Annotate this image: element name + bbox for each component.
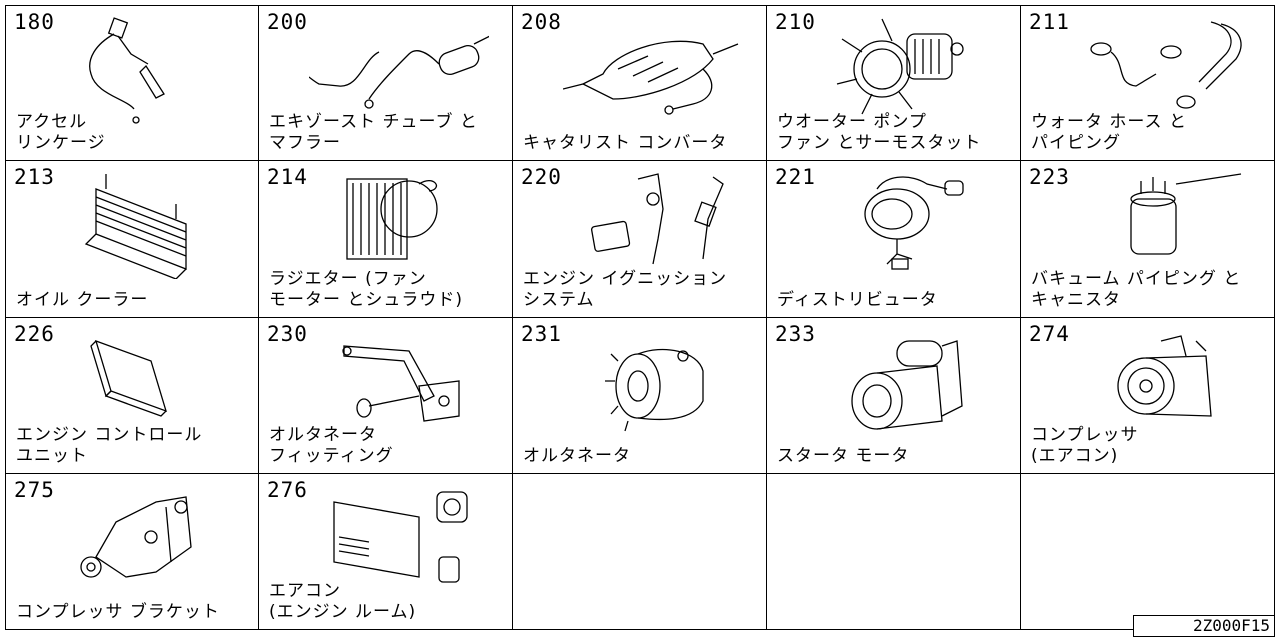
category-cell-275[interactable]: 275 コンプレッサ ブラケット xyxy=(5,473,259,630)
category-label: ラジエター (ファン モーター とシュラウド) xyxy=(269,268,464,310)
category-code: 230 xyxy=(267,321,308,346)
empty-cell xyxy=(513,473,767,630)
vacuum-piping-canister-illustration xyxy=(1071,169,1251,279)
category-code: 208 xyxy=(521,10,562,34)
category-cell-200[interactable]: 200 エキゾースト チューブ と マフラー xyxy=(259,5,513,162)
category-label: コンプレッサ ブラケット xyxy=(16,602,220,622)
category-label: ディストリビュータ xyxy=(777,289,938,310)
air-conditioner-engine-room-illustration xyxy=(309,482,489,592)
category-code: 275 xyxy=(14,477,55,502)
category-label: オルタネータ xyxy=(523,445,631,466)
exhaust-tube-muffler-illustration xyxy=(276,14,495,124)
category-label: ウオーター ポンプ ファン とサーモスタット xyxy=(777,112,982,154)
empty-cell xyxy=(1021,473,1275,630)
category-cell-231[interactable]: 231 オルタネータ xyxy=(513,317,767,474)
water-pump-fan-thermostat-illustration xyxy=(817,14,997,124)
category-label: オルタネータ フィッティング xyxy=(269,424,394,466)
category-cell-226[interactable]: 226 エンジン コントロール ユニット xyxy=(5,317,259,474)
category-code: 220 xyxy=(521,165,562,190)
ac-compressor-illustration xyxy=(1071,326,1251,436)
category-code: 223 xyxy=(1029,165,1070,190)
category-label: コンプレッサ (エアコン) xyxy=(1031,424,1139,466)
catalytic-converter-illustration xyxy=(562,14,743,124)
category-label: エンジン コントロール ユニット xyxy=(16,424,203,466)
category-cell-223[interactable]: 223 バキューム パイピング と キャニスタ xyxy=(1021,161,1275,318)
category-cell-220[interactable]: 220 エンジン イグニッション システム xyxy=(513,161,767,318)
ignition-system-illustration xyxy=(563,169,743,279)
category-cell-213[interactable]: 213 オイル クーラー xyxy=(5,161,259,318)
engine-control-unit-illustration xyxy=(56,326,236,436)
category-code: 213 xyxy=(14,165,55,190)
category-cell-210[interactable]: 210 ウオーター ポンプ ファン とサーモスタット xyxy=(767,5,1021,162)
compressor-bracket-illustration xyxy=(56,482,236,592)
category-cell-276[interactable]: 276 エアコン (エンジン ルーム) xyxy=(259,473,513,630)
category-cell-274[interactable]: 274 コンプレッサ (エアコン) xyxy=(1021,317,1275,474)
category-label: キャタリスト コンバータ xyxy=(523,133,728,154)
category-label: エンジン イグニッション システム xyxy=(523,268,728,310)
category-cell-211[interactable]: 211 ウォータ ホース と パイピング xyxy=(1021,5,1275,162)
distributor-illustration xyxy=(817,169,997,279)
alternator-illustration xyxy=(563,326,743,436)
empty-cell xyxy=(767,473,1021,630)
category-cell-208[interactable]: 208 キャタリスト コンバータ xyxy=(513,5,767,162)
category-cell-221[interactable]: 221 ディストリビュータ xyxy=(767,161,1021,318)
category-cell-180[interactable]: 180 アクセル リンケージ xyxy=(5,5,259,162)
category-code: 214 xyxy=(267,165,308,190)
category-label: オイル クーラー xyxy=(16,289,149,310)
category-code: 221 xyxy=(775,165,816,190)
category-cell-233[interactable]: 233 スタータ モータ xyxy=(767,317,1021,474)
category-label: バキューム パイピング と キャニスタ xyxy=(1031,268,1242,310)
category-label: ウォータ ホース と パイピング xyxy=(1031,112,1187,154)
oil-cooler-illustration xyxy=(56,169,236,281)
starter-motor-illustration xyxy=(817,326,997,436)
category-label: エアコン (エンジン ルーム) xyxy=(269,581,417,622)
alternator-fitting-illustration xyxy=(309,326,489,436)
category-code: 226 xyxy=(14,321,55,346)
category-code: 210 xyxy=(775,10,816,34)
category-code: 231 xyxy=(521,321,562,346)
radiator-fan-shroud-illustration xyxy=(309,169,489,279)
category-label: アクセル リンケージ xyxy=(16,112,106,154)
category-code: 276 xyxy=(267,477,308,502)
category-cell-230[interactable]: 230 オルタネータ フィッティング xyxy=(259,317,513,474)
category-label: スタータ モータ xyxy=(777,445,910,466)
category-cell-214[interactable]: 214 ラジエター (ファン モーター とシュラウド) xyxy=(259,161,513,318)
category-label: エキゾースト チューブ と マフラー xyxy=(269,112,478,154)
accelerator-linkage-illustration xyxy=(56,14,236,124)
diagram-reference-code: 2Z000F15 xyxy=(1133,615,1275,637)
category-code: 200 xyxy=(267,10,308,34)
category-code: 274 xyxy=(1029,321,1070,346)
water-hose-piping-illustration xyxy=(1071,14,1251,124)
category-code: 233 xyxy=(775,321,816,346)
parts-catalog-grid: 180 アクセル リンケージ 200 xyxy=(5,5,1275,630)
category-code: 180 xyxy=(14,10,55,34)
category-code: 211 xyxy=(1029,10,1070,34)
